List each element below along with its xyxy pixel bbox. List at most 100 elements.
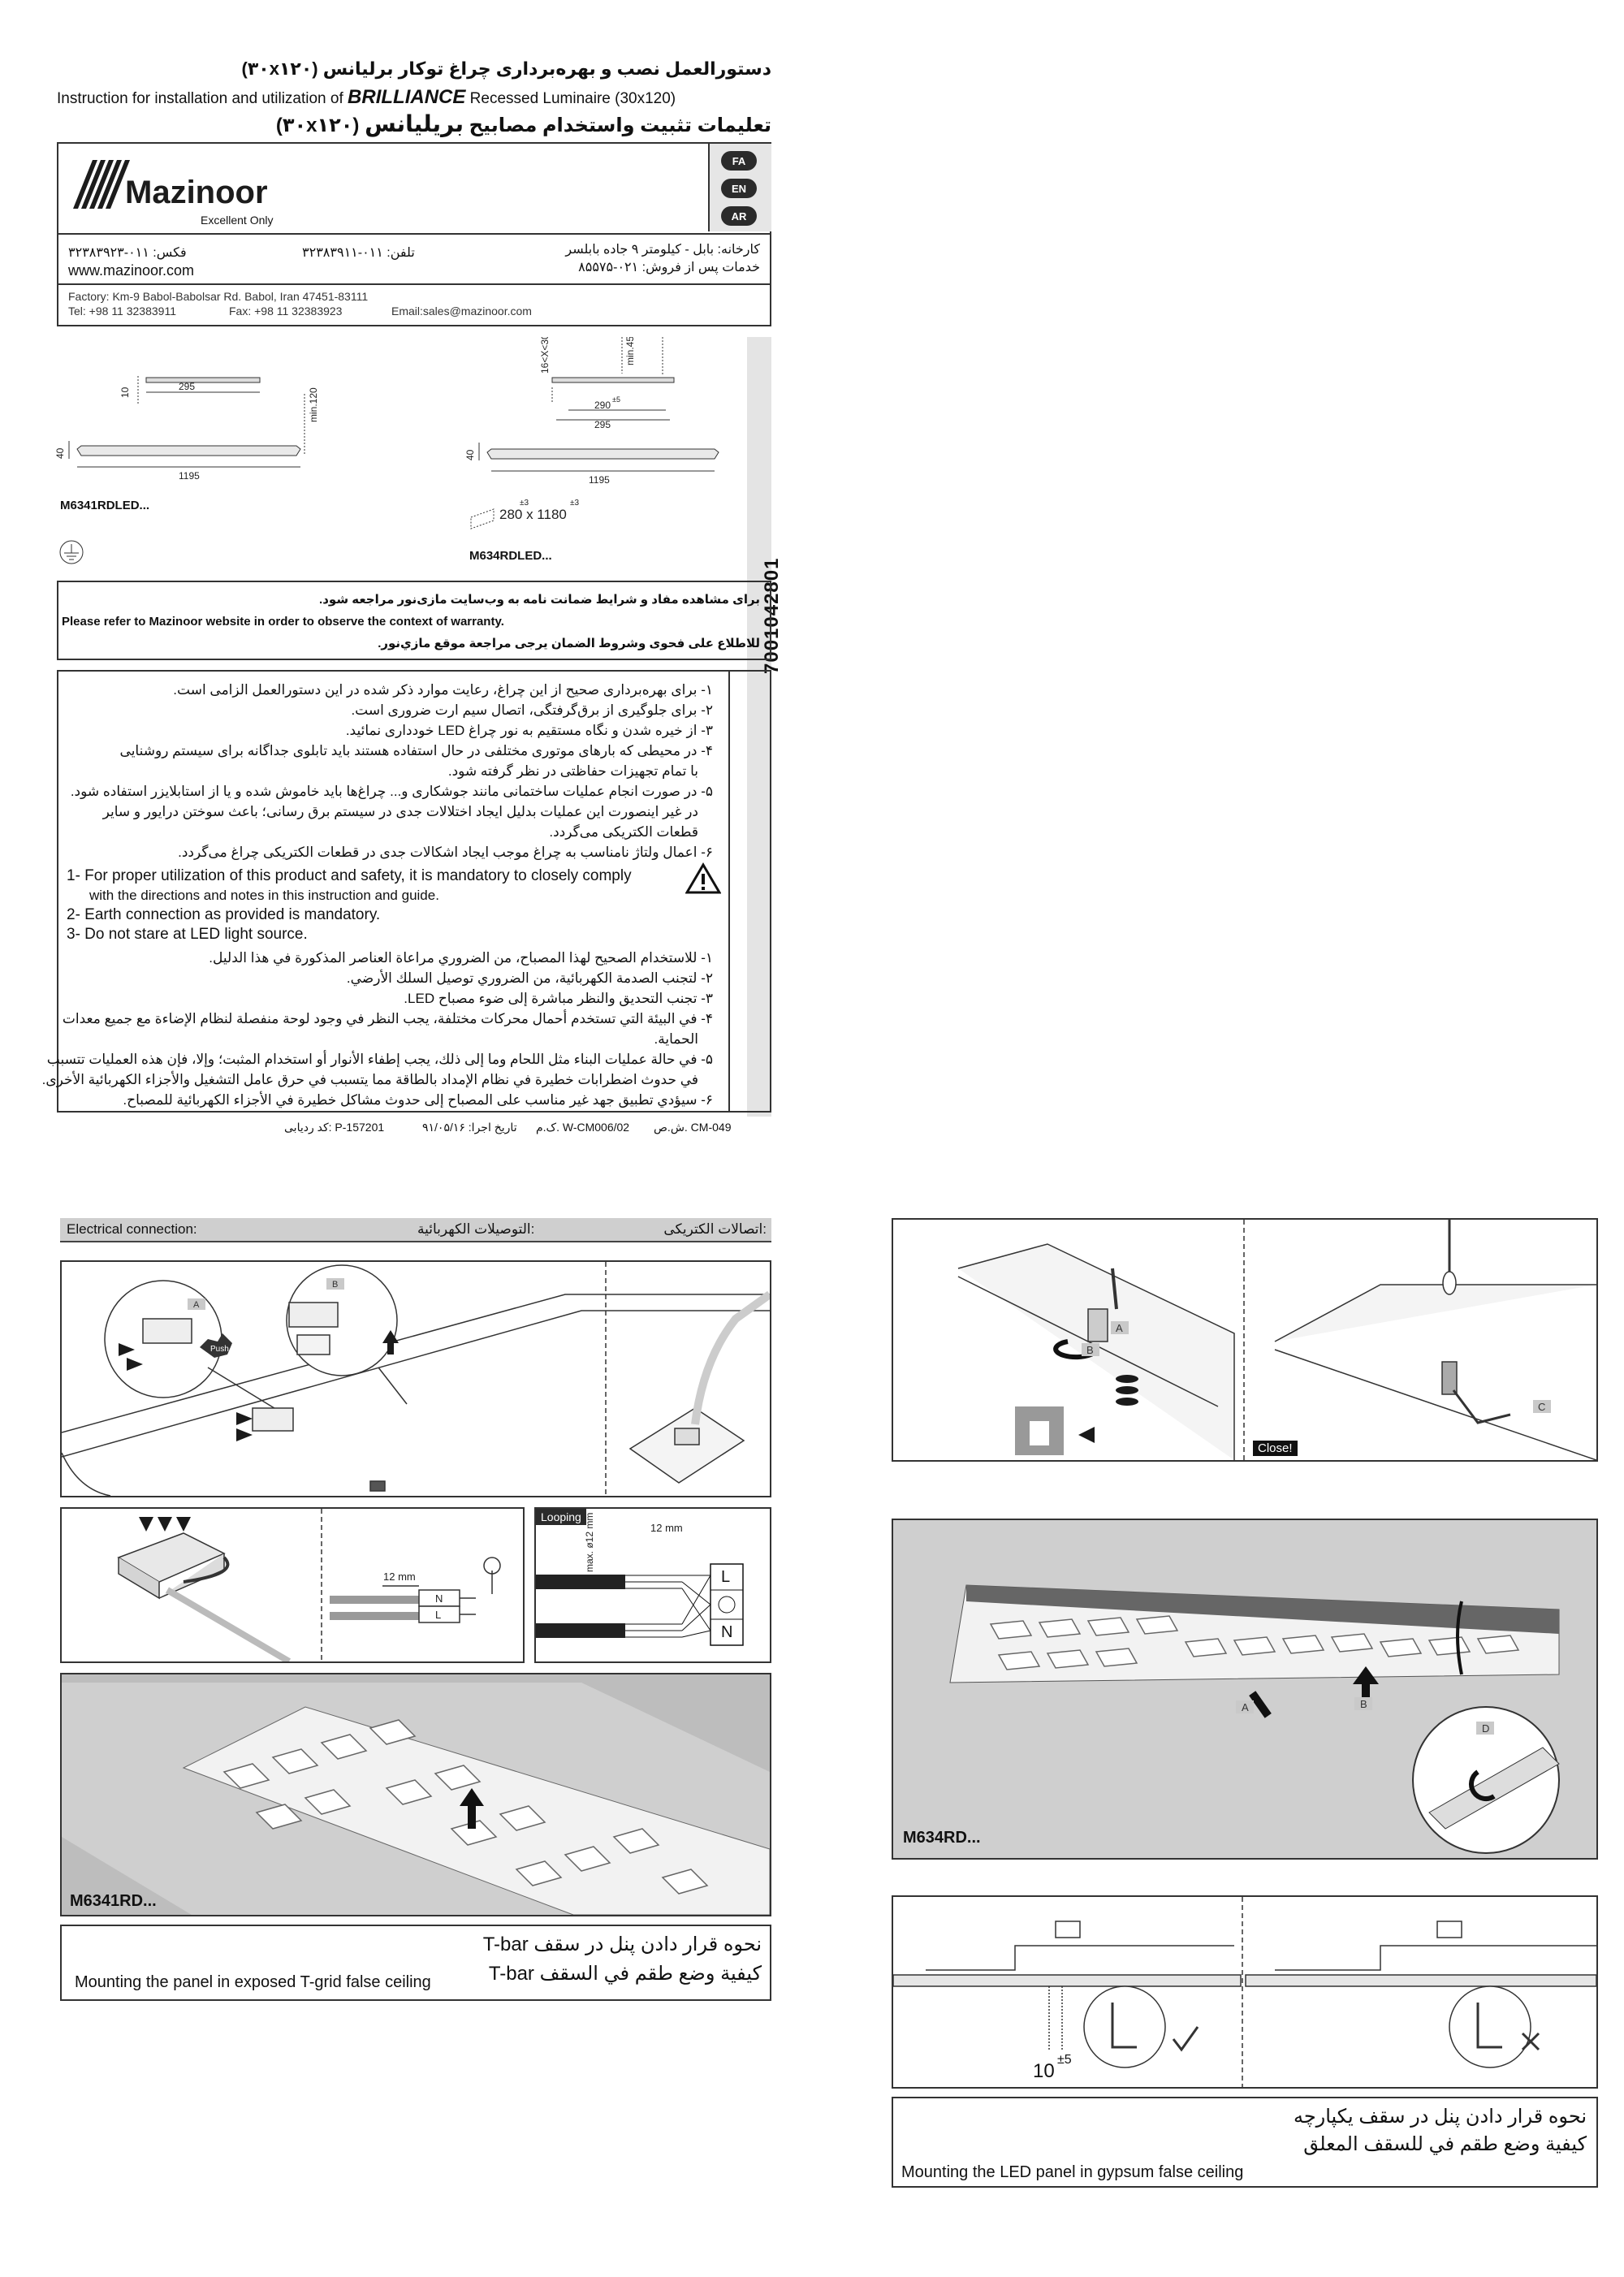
tel-fa: تلفن: ۰۱۱-۳۲۳۸۳۹۱۱ [302,246,415,260]
safety-fa-line: ۴- در محیطی که بارهای موتوری مختلفی در ح… [119,743,713,758]
electrical-panel-3: Looping 12 mm max. ø12 mm L N [534,1507,771,1663]
gypsum-tag-b: B [1360,1698,1367,1710]
looping-strip-label: 12 mm [650,1522,683,1534]
gypsum-caption-box: نحوه قرار دادن پنل در سقف یکپارچه كيفية … [892,2097,1598,2188]
safety-en-line: 3- Do not stare at LED light source. [67,926,308,943]
left-height-label: 10 [119,387,131,398]
tbar-caption-fa: نحوه قرار دادن پنل در سقف T-bar [482,1934,762,1955]
right-panel-profile [486,448,719,460]
electrical-panel-2: 12 mm N L [60,1507,525,1663]
language-column: FA EN AR [708,144,771,231]
panel-install-illustration: Push A B [62,1262,770,1496]
gypsum-caption-fa: نحوه قرار دادن پنل در سقف یکپارچه [1293,2106,1587,2128]
model-left: M6341RDLED... [60,499,150,512]
side-strip [747,337,771,1117]
title-ar-brand: بريليانس [365,111,464,136]
left-panel-profile [76,445,301,456]
safety-ar-line: ۶- سيؤدي تطبيق جهد غير مناسب على المصباح… [123,1092,713,1108]
safety-fa-line: با تمام تجهیزات حفاظتی در نظر گرفته شود. [447,763,698,779]
gypsum-tol-label: ±5 [1057,2053,1072,2067]
right-w1-label: 290 [594,400,611,411]
title-fa: دستورالعمل نصب و بهره‌برداری چراغ توکار … [241,58,771,79]
close-badge: Close! [1253,1441,1298,1456]
electrical-panel-1: Push A B [60,1260,771,1497]
factory-en: Factory: Km-9 Babol-Babolsar Rd. Babol, … [68,290,369,303]
mazinoor-logo-icon [73,160,130,209]
company-box: Mazinoor Excellent Only FA EN AR فکس: ۰۱… [57,142,771,326]
footer-code-c: تاریخ اجرا: ۹۱/۰۵/۱۶ [422,1121,517,1134]
looping-max-label: max. ø12 mm [584,1513,595,1572]
safety-en-line: 2- Earth connection as provided is manda… [67,906,381,923]
title-en-suffix: Recessed Luminaire (30x120) [469,90,676,107]
looping-badge: Looping [536,1509,586,1525]
electrical-ar: التوصيلات الكهربائية: [417,1221,535,1237]
safety-ar-line: ۱- للاستخدام الصحيح لهذا المصباح، من الض… [209,950,713,966]
safety-ar-line: ۳- تجنب التحديق والنظر مباشرة إلى ضوء مص… [404,991,713,1006]
electrical-fa: اتصالات الکتریکی: [663,1221,767,1237]
title-en-prefix: Instruction for installation and utiliza… [57,90,343,107]
left-top-profile [145,377,261,383]
cutout-tol-b: ±3 [570,499,579,508]
logo-row: Mazinoor Excellent Only FA EN AR [58,144,771,235]
left-length-label: 1195 [179,470,200,482]
logo-text: Mazinoor [125,175,268,210]
safety-fa: ۱- برای بهره‌برداری صحیح از این چراغ، رع… [70,680,713,862]
tel-en: Tel: +98 11 32383911 [68,305,176,318]
clip-panel: A B C Close! [892,1218,1598,1462]
safety-fa-line: ۶- اعمال ولتاژ نامناسب به چراغ موجب ایجا… [178,845,713,860]
safety-fa-line: ۵- در صورت انجام عملیات ساختمانی مانند ج… [70,784,713,799]
left-depth-label: 40 [54,447,66,459]
warranty-fa: برای مشاهده مفاد و شرایط ضمانت نامه به و… [319,593,760,607]
neutral-label: N [435,1592,443,1605]
title-en: Instruction for installation and utiliza… [57,86,676,109]
safety-en: 1- For proper utilization of this produc… [67,866,684,944]
right-w1-tol: ±5 [612,395,620,404]
left-width-label: 295 [179,381,195,392]
gypsum-caption-en: Mounting the LED panel in gypsum false c… [901,2163,1244,2181]
lang-fa-badge[interactable]: FA [721,151,757,171]
footer-code-d: کد ردیابی: P-157201 [284,1121,385,1134]
gypsum-dim-label: 10 [1033,2060,1055,2082]
gypsum-panel: A B D M634RD... [892,1519,1598,1860]
email-en: Email:sales@mazinoor.com [391,305,532,318]
model-right: M634RDLED... [469,549,552,563]
safety-ar-line: ۴- في البيئة التي تستخدم أحمال محركات مخ… [62,1011,713,1026]
gypsum-section-panel: 10 ±5 [892,1895,1598,2089]
electrical-header: Electrical connection: التوصيلات الكهربا… [60,1218,771,1242]
website-link[interactable]: www.mazinoor.com [68,262,195,279]
lang-ar-badge[interactable]: AR [721,206,757,226]
dimension-drawings: 295 10 1195 40 min.120 16<X<30 min.45 29… [54,337,719,564]
tbar-illustration [62,1674,770,1915]
fax-fa: فکس: ۰۱۱-۳۲۳۸۳۹۲۳ [68,246,187,260]
connector-illustration: 12 mm N L [117,1509,501,1661]
clip-tag-c: C [1538,1401,1545,1413]
clip-tag-b: B [1086,1344,1094,1356]
lang-en-badge[interactable]: EN [721,179,757,198]
tbar-panel: M6341RD... [60,1673,771,1916]
title-en-brand: BRILLIANCE [348,86,466,108]
safety-fa-line: ۲- برای جلوگیری از برق‌گرفتگی، اتصال سیم… [351,702,713,718]
cutout-label: 280 x 1180 [499,507,567,522]
safety-fa-line: ۳- از خیره شدن و نگاه مستقیم به نور چراغ… [345,723,713,738]
right-top-profile [551,377,675,383]
title-ar-prefix: تعليمات تثبيت واستخدام مصابيح [469,114,771,136]
title-ar-suffix: (۳۰x۱۲۰) [275,114,360,136]
tbar-caption-en: Mounting the panel in exposed T-grid fal… [75,1973,431,1991]
safety-ar-line: ۲- لتجنب الصدمة الكهربائية، من الضروري ت… [346,970,713,986]
gypsum-caption-ar: كيفية وضع طقم في للسقف المعلق [1303,2133,1587,2155]
logo-tagline: Excellent Only [201,214,274,227]
looping-n-label: N [721,1623,732,1641]
safety-divider [728,672,730,1111]
service-fa: خدمات پس از فروش: ۰۲۱-۸۵۵۷۵ [578,261,760,274]
tbar-model: M6341RD... [70,1892,157,1910]
looping-l-label: L [721,1568,730,1586]
gypsum-tag-d: D [1482,1722,1489,1735]
looping-illustration: 12 mm max. ø12 mm L N [536,1513,744,1646]
strip-length-label: 12 mm [383,1571,416,1583]
safety-ar-line: الحماية. [654,1031,698,1047]
footer-code-b: ک.م. W-CM006/02 [536,1121,630,1134]
factory-fa: کارخانه: بابل - کیلومتر ۹ جاده بابلسر [565,243,760,257]
safety-en-line: with the directions and notes in this in… [89,888,439,903]
warning-icon [685,862,721,894]
tag-a: A [193,1300,200,1310]
